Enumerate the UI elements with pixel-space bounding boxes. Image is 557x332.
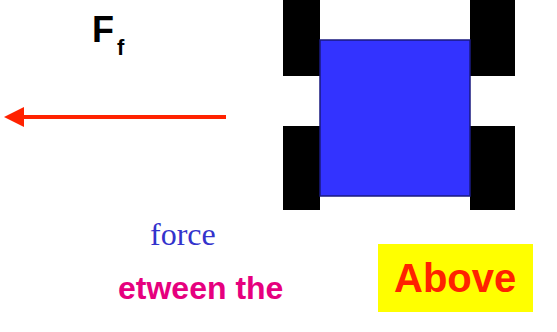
car-body <box>320 40 470 196</box>
wheel <box>470 0 515 76</box>
wheel <box>470 126 515 210</box>
box-text: Above <box>394 258 517 298</box>
force-subscript: f <box>117 37 124 59</box>
body-text: force <box>150 218 216 250</box>
emphasis-text: etween the <box>118 272 283 304</box>
force-arrow <box>22 115 226 119</box>
wheel <box>283 126 320 210</box>
force-symbol: F <box>92 12 114 48</box>
wheel <box>283 0 320 76</box>
caption-box: Above <box>378 244 533 312</box>
